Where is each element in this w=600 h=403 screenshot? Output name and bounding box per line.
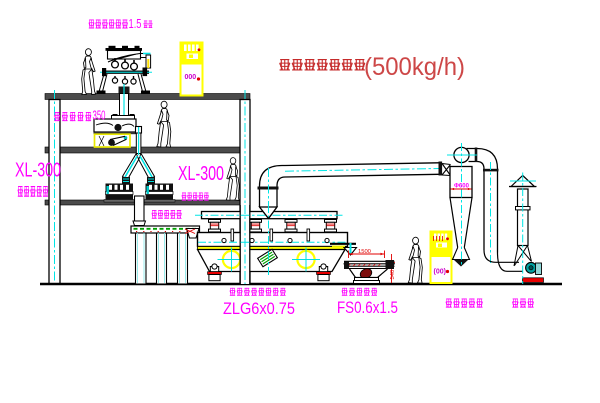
svg-text:(00): (00): [434, 269, 446, 276]
svg-text:Φ600: Φ600: [454, 184, 470, 190]
svg-text:XL-300: XL-300: [15, 160, 61, 182]
svg-text:(500kg/h): (500kg/h): [364, 53, 465, 81]
svg-text:1500: 1500: [358, 249, 371, 255]
svg-text:350: 350: [93, 109, 106, 123]
svg-text:XL-300: XL-300: [178, 163, 224, 185]
svg-text:ZLG6x0.75: ZLG6x0.75: [223, 299, 295, 318]
svg-text:000: 000: [185, 74, 197, 81]
svg-text:FS0.6x1.5: FS0.6x1.5: [337, 298, 398, 317]
svg-text:540: 540: [390, 270, 396, 280]
svg-text:1.5: 1.5: [129, 17, 142, 31]
